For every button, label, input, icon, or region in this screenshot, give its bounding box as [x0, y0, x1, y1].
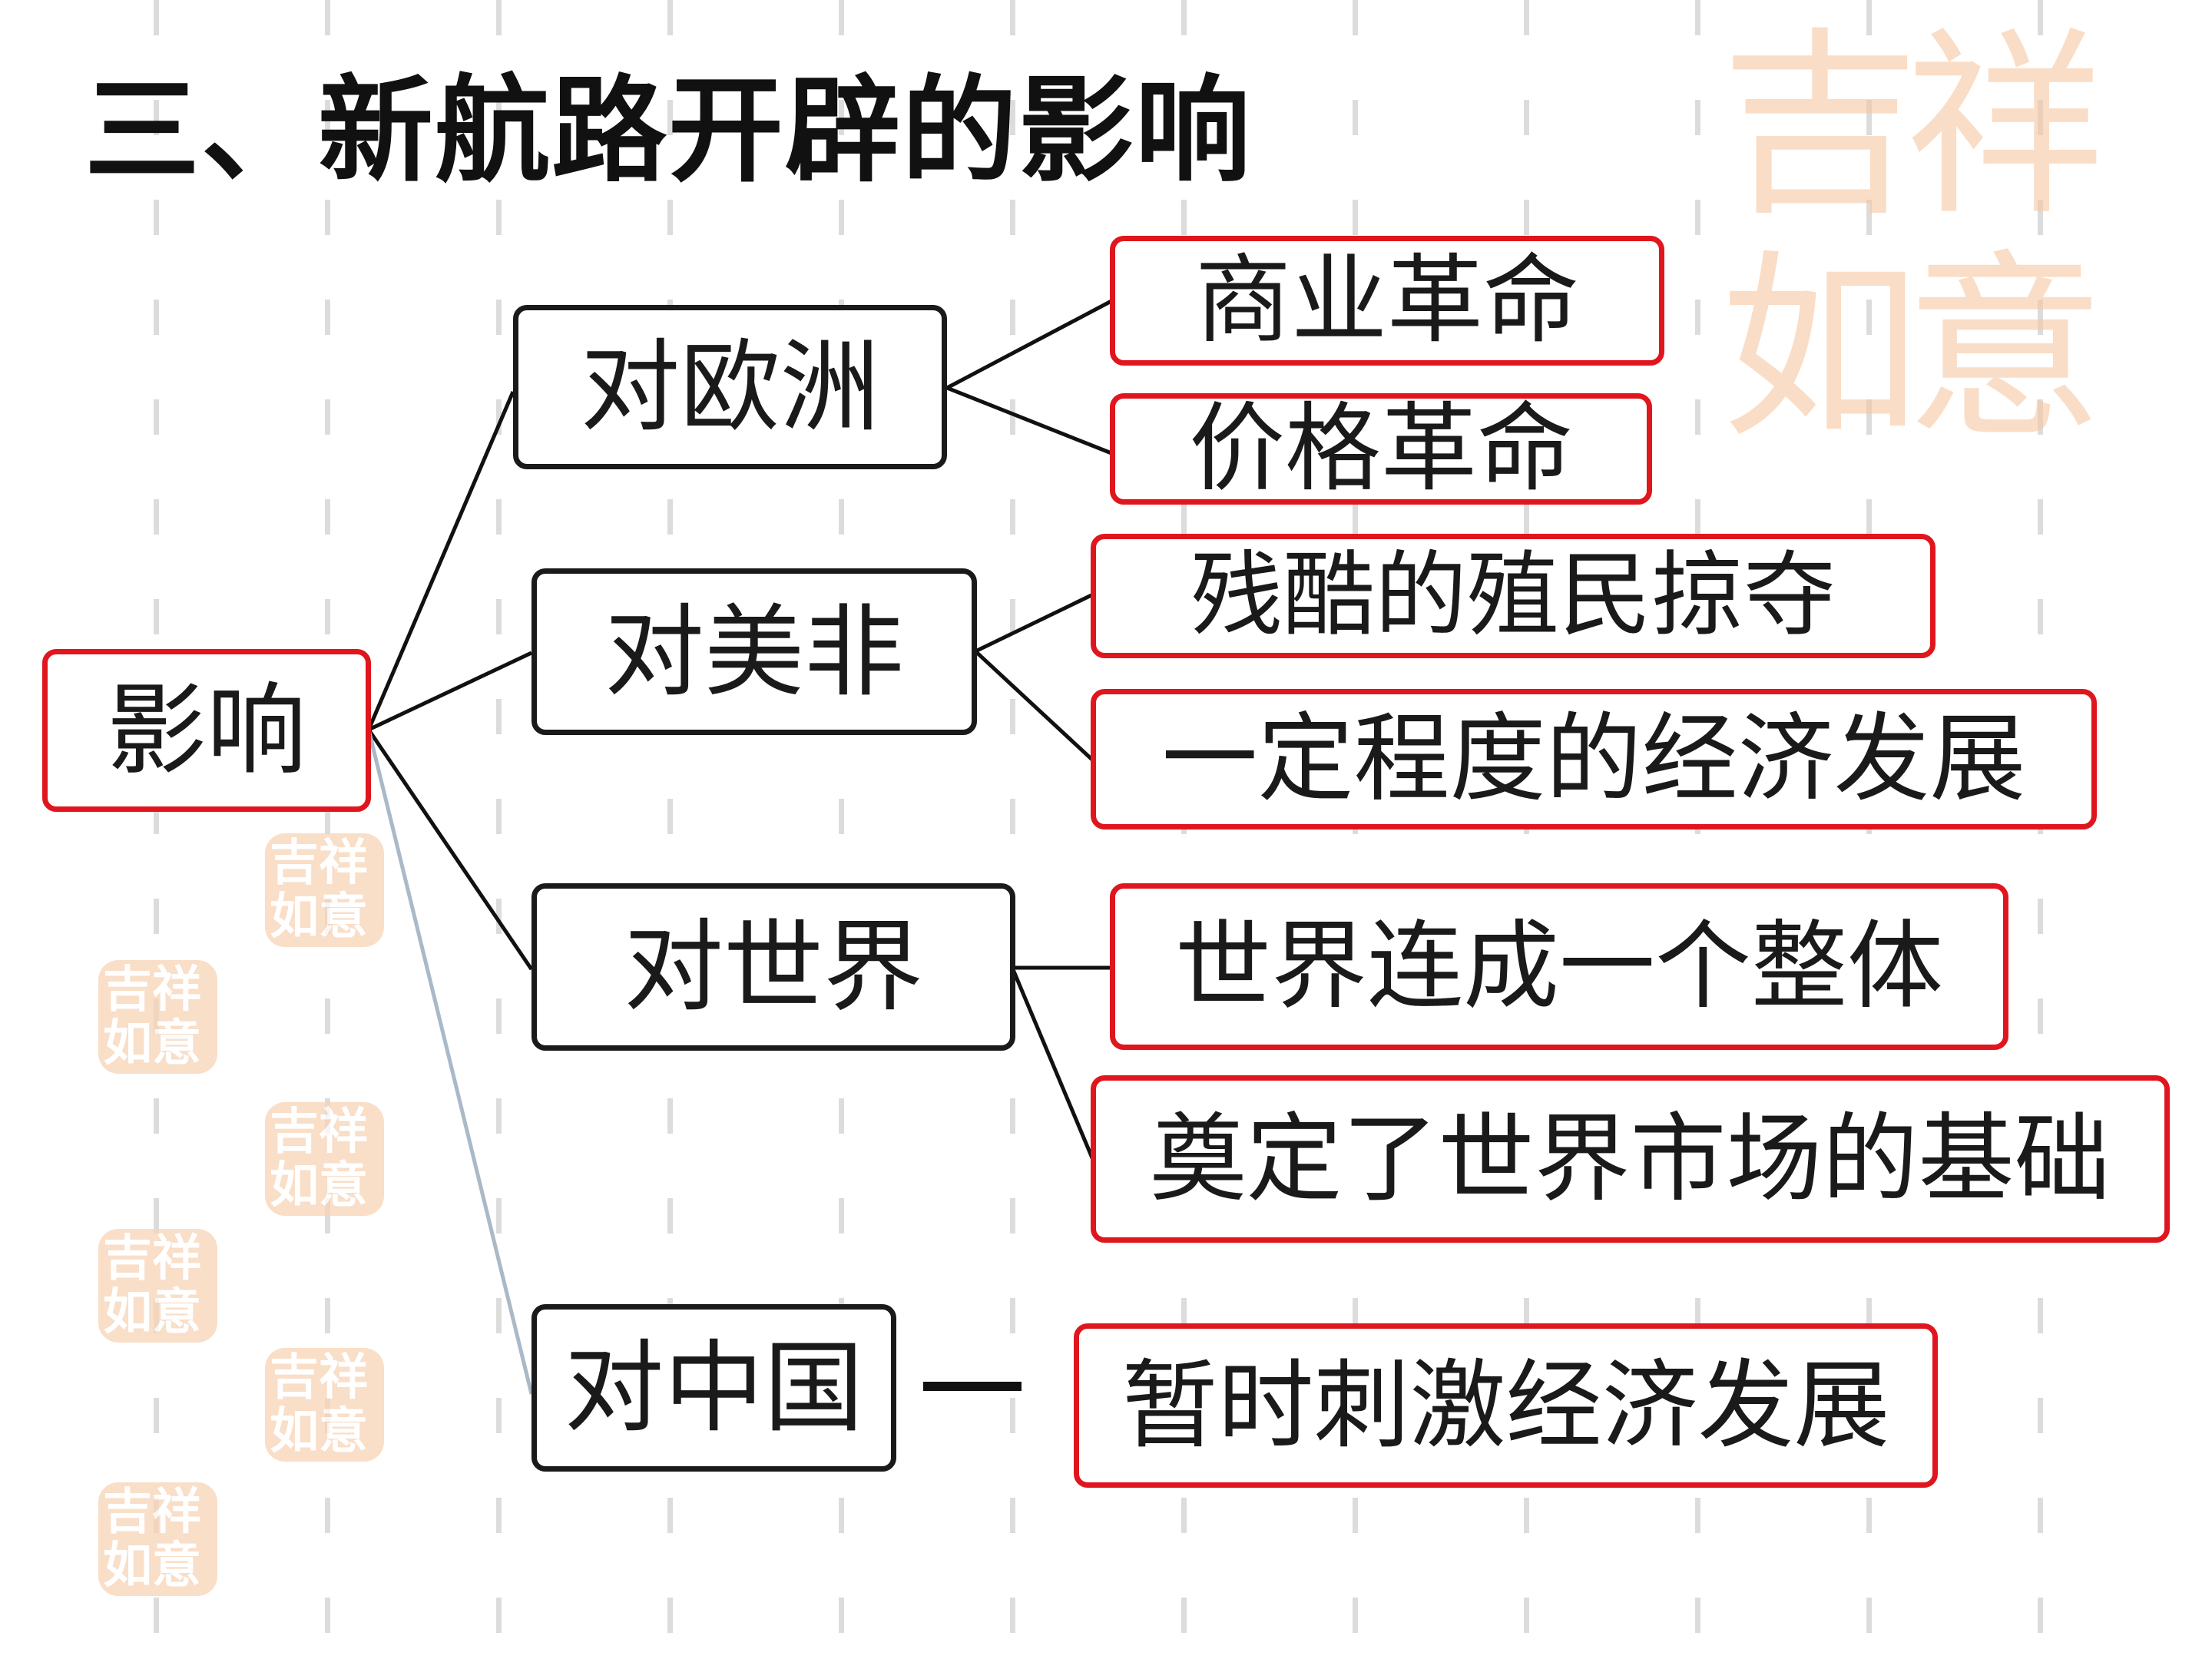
- leaf-node-world-as-whole: 世界连成一个整体: [1110, 883, 2008, 1050]
- background-dash-line: [1695, 0, 1700, 1659]
- seal-glyph: 吉祥如意: [270, 1349, 368, 1460]
- branch-node-label: 对世界: [623, 909, 923, 1025]
- seal-watermark: 吉祥如意: [98, 960, 217, 1074]
- branch-node-europe: 对欧洲: [513, 305, 947, 469]
- leaf-node-label: 一定程度的经济发展: [1161, 704, 2026, 815]
- background-dash-line: [1524, 0, 1529, 1659]
- seal-glyph: 吉祥如意: [270, 835, 368, 945]
- seal-glyph: 吉祥如意: [103, 962, 201, 1072]
- connector-root-china: [366, 729, 534, 1395]
- branch-node-label: 对中国: [564, 1330, 864, 1446]
- seal-watermark: 吉祥如意: [265, 1102, 384, 1216]
- leaf-node-label: 暂时刺激经济发展: [1121, 1349, 1890, 1462]
- connector-world-market: [1010, 967, 1095, 1161]
- connector-root-world: [366, 728, 534, 971]
- background-dash-line: [1010, 0, 1015, 1659]
- leaf-node-economic-development: 一定程度的经济发展: [1091, 689, 2097, 830]
- seal-watermark-large: 吉祥如意: [1720, 15, 2197, 476]
- leaf-node-label: 世界连成一个整体: [1175, 911, 1943, 1022]
- background-dash-line: [1353, 0, 1358, 1659]
- background-dash-line: [839, 0, 844, 1659]
- branch-node-world: 对世界: [531, 883, 1015, 1051]
- background-dash-line: [1181, 0, 1187, 1659]
- leaf-node-label: 价格革命: [1189, 393, 1573, 505]
- leaf-node-stimulate-economy: 暂时刺激经济发展: [1074, 1323, 1938, 1488]
- background-dash-line: [667, 0, 673, 1659]
- branch-node-americas-africa: 对美非: [531, 568, 977, 735]
- connector-root-europe: [366, 391, 515, 730]
- leaf-node-commercial-revolution: 商业革命: [1110, 236, 1664, 366]
- connector-amaf-development: [974, 650, 1094, 762]
- root-node-label: 影响: [106, 672, 306, 789]
- background-dash-line: [325, 0, 330, 1659]
- branch-node-label: 对欧洲: [580, 329, 880, 445]
- leaf-node-world-market: 奠定了世界市场的基础: [1091, 1075, 2170, 1243]
- seal-watermark: 吉祥如意: [265, 1348, 384, 1462]
- seal-glyph: 吉祥如意: [270, 1104, 368, 1214]
- leaf-node-price-revolution: 价格革命: [1110, 393, 1652, 505]
- background-dash-line: [154, 0, 159, 1659]
- seal-glyph: 吉祥如意: [103, 1484, 201, 1594]
- connector-amaf-plunder: [974, 592, 1094, 654]
- branch-node-label: 对美非: [604, 593, 904, 710]
- connector-root-americas-africa: [367, 651, 533, 732]
- background-dash-line: [2038, 0, 2043, 1659]
- page-title: 三、新航路开辟的影响: [84, 65, 1253, 198]
- branch-node-china: 对中国: [531, 1304, 896, 1472]
- leaf-node-label: 残酷的殖民掠夺: [1190, 542, 1836, 649]
- leaf-node-label: 奠定了世界市场的基础: [1150, 1103, 2111, 1215]
- connector-europe-price: [946, 386, 1112, 455]
- seal-glyph: 吉祥如意: [1720, 11, 2104, 465]
- leaf-node-label: 商业革命: [1195, 245, 1579, 356]
- seal-glyph: 吉祥如意: [103, 1230, 201, 1341]
- seal-watermark: 吉祥如意: [98, 1229, 217, 1343]
- seal-watermark: 吉祥如意: [265, 833, 384, 947]
- background-dash-line: [496, 0, 502, 1659]
- connector-europe-commercial: [945, 299, 1113, 390]
- background-dash-line: [1866, 0, 1872, 1659]
- root-node: 影响: [42, 649, 371, 812]
- leaf-node-colonial-plunder: 残酷的殖民掠夺: [1091, 534, 1936, 658]
- seal-watermark: 吉祥如意: [98, 1482, 217, 1596]
